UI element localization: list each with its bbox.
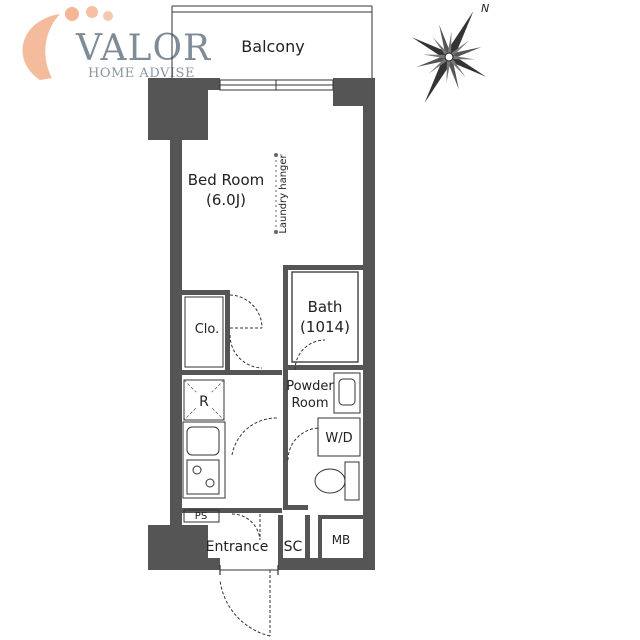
compass-rose-icon xyxy=(411,11,487,103)
kitchen-door-swing xyxy=(231,417,278,456)
pipe-space xyxy=(183,509,220,523)
laundry-hanger-label: Laundry hanger xyxy=(278,153,289,233)
washer-dryer-label: W/D xyxy=(325,431,352,446)
washer-dryer xyxy=(317,417,361,457)
bath-door-swing xyxy=(294,339,326,371)
washbasin-icon xyxy=(333,372,361,414)
balcony-window xyxy=(219,79,334,91)
logo-swoosh-icon xyxy=(22,14,60,80)
meter-box-label: MB xyxy=(332,533,351,547)
bath-size-label: (1014) xyxy=(300,318,350,336)
bath-label: Bath xyxy=(308,298,343,316)
burner-icon xyxy=(192,465,202,475)
shoe-closet-label: SC xyxy=(284,539,303,555)
entrance-door xyxy=(219,565,279,637)
bed-room-label: Bed Room xyxy=(188,171,265,189)
stove-icon xyxy=(186,459,220,495)
logo-dot-icon xyxy=(103,11,113,21)
laundry-hanger xyxy=(274,153,278,234)
closet xyxy=(184,296,224,368)
balcony-label: Balcony xyxy=(241,37,304,56)
entrance-label: Entrance xyxy=(206,539,269,555)
valor-logo: VALOR HOME ADVISE xyxy=(22,6,211,81)
logo-dot-icon xyxy=(86,6,98,18)
balcony xyxy=(171,5,373,78)
closet-label: Clo. xyxy=(195,322,220,337)
powder-door-swing xyxy=(287,427,321,461)
bathtub xyxy=(291,271,359,363)
refrigerator xyxy=(183,379,225,421)
bed-room-size-label: (6.0J) xyxy=(206,191,246,209)
compass-north-label: N xyxy=(481,2,489,15)
refrigerator-label: R xyxy=(199,394,209,410)
powder-room-label-line1: Powder xyxy=(286,379,334,394)
logo-tagline: HOME ADVISE xyxy=(88,66,195,81)
pipe-space-label: PS xyxy=(195,511,207,522)
powder-room-label-line2: Room xyxy=(291,396,328,411)
interior-walls xyxy=(182,265,363,565)
hall-door-swing xyxy=(231,513,261,541)
toilet-icon xyxy=(314,461,360,501)
kitchen-sink-icon xyxy=(186,426,220,456)
logo-name: VALOR xyxy=(75,28,211,69)
logo-dot-icon xyxy=(65,7,79,21)
closet-door-swing xyxy=(229,294,263,369)
exterior-walls xyxy=(148,78,375,570)
burner-icon xyxy=(205,478,215,488)
kitchen-counter xyxy=(182,421,226,499)
